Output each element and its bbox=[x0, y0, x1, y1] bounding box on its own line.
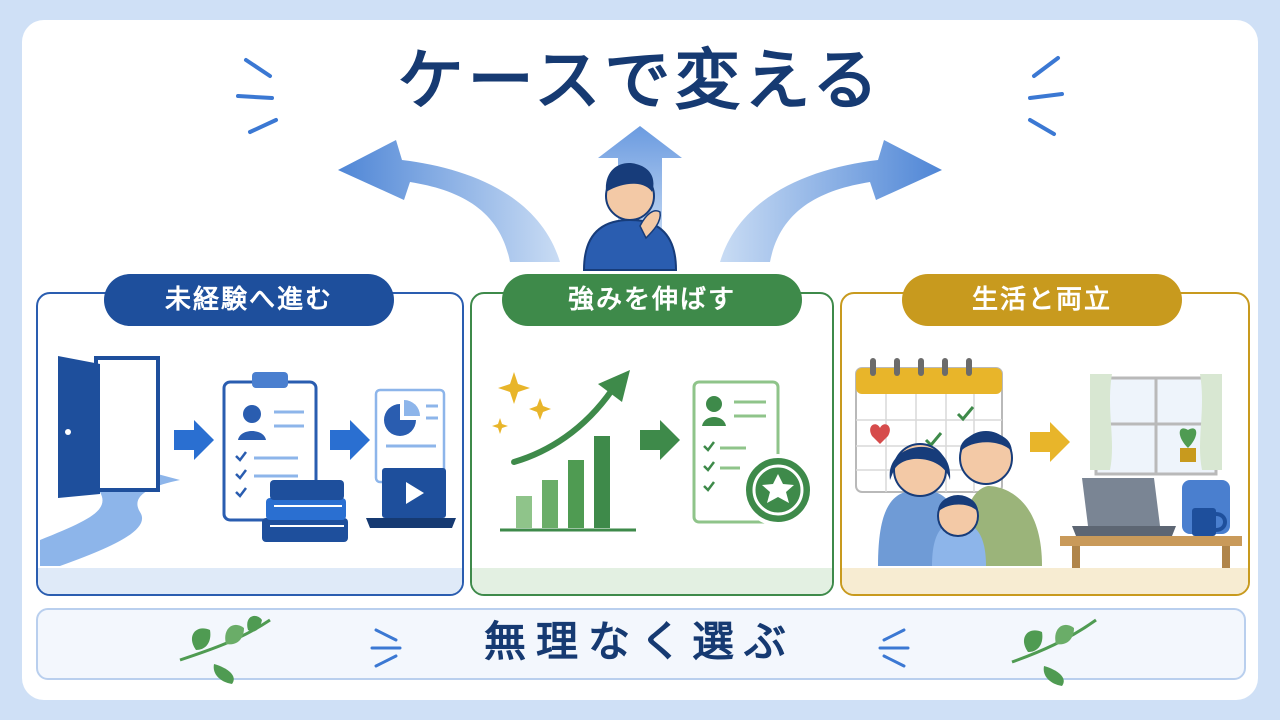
road-icon bbox=[40, 471, 180, 566]
mug-icon bbox=[1192, 508, 1227, 536]
arrow-right-icon bbox=[174, 420, 370, 460]
leaf-icon bbox=[179, 615, 271, 684]
footer-accent-right-icon bbox=[878, 628, 910, 668]
heart-icon bbox=[870, 424, 890, 444]
laptop-icon bbox=[1072, 478, 1176, 536]
books-icon bbox=[262, 480, 348, 542]
star-badge-icon bbox=[742, 454, 814, 526]
plant-icon bbox=[1179, 428, 1197, 462]
growth-chart-icon bbox=[500, 370, 636, 532]
footer-accent-left-icon bbox=[370, 628, 402, 668]
leaf-icon bbox=[1011, 618, 1097, 686]
laptop-video-icon bbox=[366, 468, 456, 528]
card-label-life-balance: 生活と両立 bbox=[902, 274, 1182, 326]
title-accent-left-icon bbox=[236, 58, 278, 134]
door-icon bbox=[58, 356, 160, 498]
main-title: ケースで変える bbox=[397, 42, 883, 119]
arrow-right-icon bbox=[1030, 422, 1070, 462]
title-accent-right-icon bbox=[1028, 56, 1064, 136]
family-icon bbox=[878, 431, 1042, 566]
arrow-right-icon bbox=[640, 420, 680, 460]
sparkle-icon bbox=[492, 372, 551, 434]
desk-icon bbox=[1060, 536, 1242, 568]
card-label-strengths: 強みを伸ばす bbox=[502, 274, 802, 326]
footer-text: 無理なく選ぶ bbox=[483, 617, 796, 666]
report-icon bbox=[374, 388, 446, 484]
person-thinking-icon bbox=[582, 163, 678, 271]
card-label-inexperienced: 未経験へ進む bbox=[104, 274, 394, 326]
